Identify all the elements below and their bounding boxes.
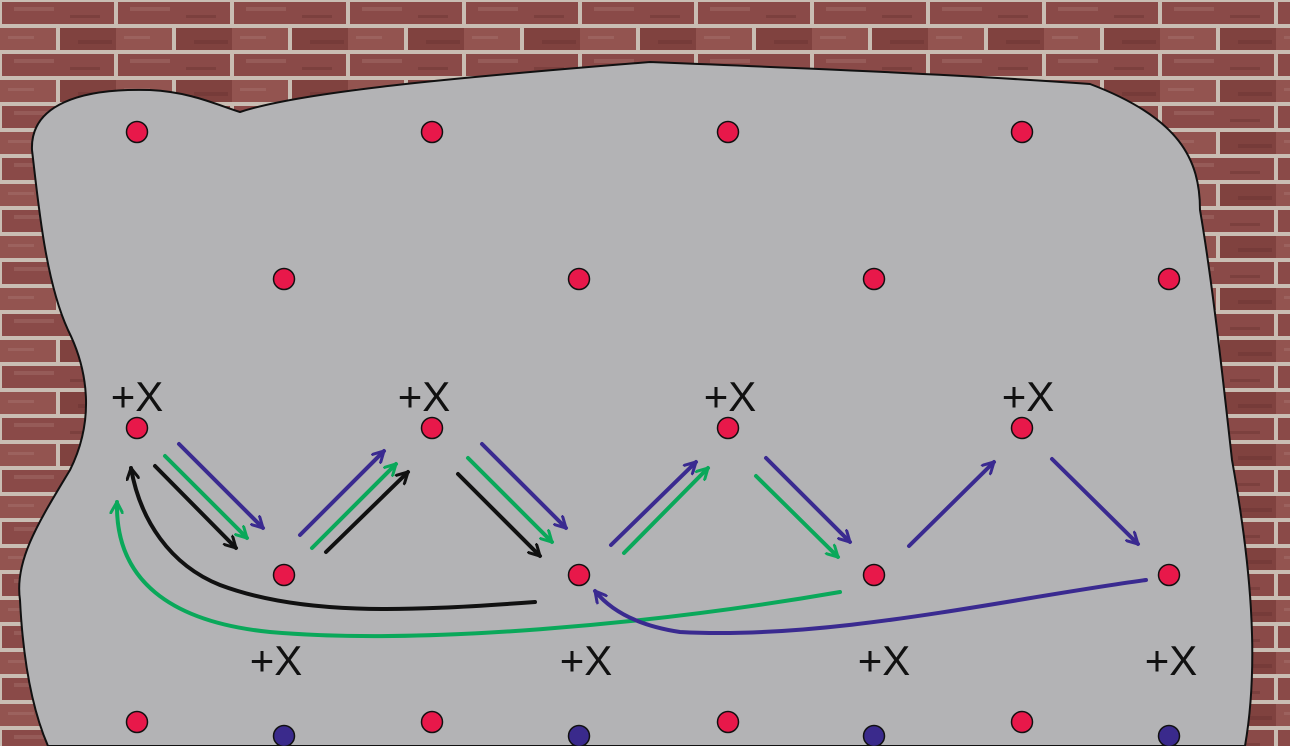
blue-arrow-1: [177, 442, 265, 530]
red-site: [862, 267, 886, 291]
red-site: [862, 563, 886, 587]
red-site: [125, 416, 149, 440]
plus-x-label-top-1: +X: [111, 373, 164, 420]
lattice-sites: [125, 120, 1181, 746]
red-site: [567, 267, 591, 291]
red-site: [272, 563, 296, 587]
red-site: [1010, 120, 1034, 144]
red-site: [125, 120, 149, 144]
bottom-plus-x-labels: +X +X +X +X: [250, 637, 1198, 684]
plus-x-label-top-2: +X: [398, 373, 451, 420]
blue-site: [272, 724, 296, 746]
red-site: [716, 416, 740, 440]
black-arrow-2: [324, 470, 410, 554]
blue-arrow-path: [177, 442, 1148, 636]
blue-arrow-3: [480, 442, 568, 530]
plus-x-label-top-3: +X: [704, 373, 757, 420]
green-arrow-path: [117, 454, 842, 639]
plus-x-label-bottom-3: +X: [858, 637, 911, 684]
red-site: [420, 416, 444, 440]
green-arrow-4: [622, 466, 710, 555]
green-arrow-1: [163, 454, 249, 540]
green-arrow-3: [466, 456, 554, 544]
blue-arrow-4: [609, 460, 698, 547]
green-arrow-5: [754, 474, 840, 559]
red-site: [420, 710, 444, 734]
red-site: [272, 267, 296, 291]
blue-arrow-5: [764, 456, 852, 544]
black-return-arc: [131, 466, 537, 611]
red-site: [420, 120, 444, 144]
black-arrow-1: [153, 464, 238, 550]
red-site: [716, 120, 740, 144]
red-site: [1157, 563, 1181, 587]
plus-x-label-bottom-4: +X: [1145, 637, 1198, 684]
blue-site: [862, 724, 886, 746]
black-arrow-3: [456, 472, 542, 558]
blue-site: [567, 724, 591, 746]
plus-x-label-top-4: +X: [1002, 373, 1055, 420]
blue-return-arc: [593, 578, 1148, 636]
red-site: [716, 710, 740, 734]
green-arrow-2: [310, 462, 398, 550]
blue-site: [1157, 724, 1181, 746]
blue-arrow-6: [907, 460, 996, 548]
surface-slab: [18, 60, 1254, 746]
plus-x-label-bottom-1: +X: [250, 637, 303, 684]
blue-arrow-7: [1050, 457, 1140, 546]
red-site: [1010, 416, 1034, 440]
red-site: [1157, 267, 1181, 291]
green-return-arc: [117, 500, 842, 639]
red-site: [125, 710, 149, 734]
blue-arrow-2: [298, 449, 386, 537]
black-arrow-path: [131, 464, 542, 611]
red-site: [567, 563, 591, 587]
plus-x-label-bottom-2: +X: [560, 637, 613, 684]
top-plus-x-labels: +X +X +X +X: [111, 373, 1055, 420]
red-site: [1010, 710, 1034, 734]
